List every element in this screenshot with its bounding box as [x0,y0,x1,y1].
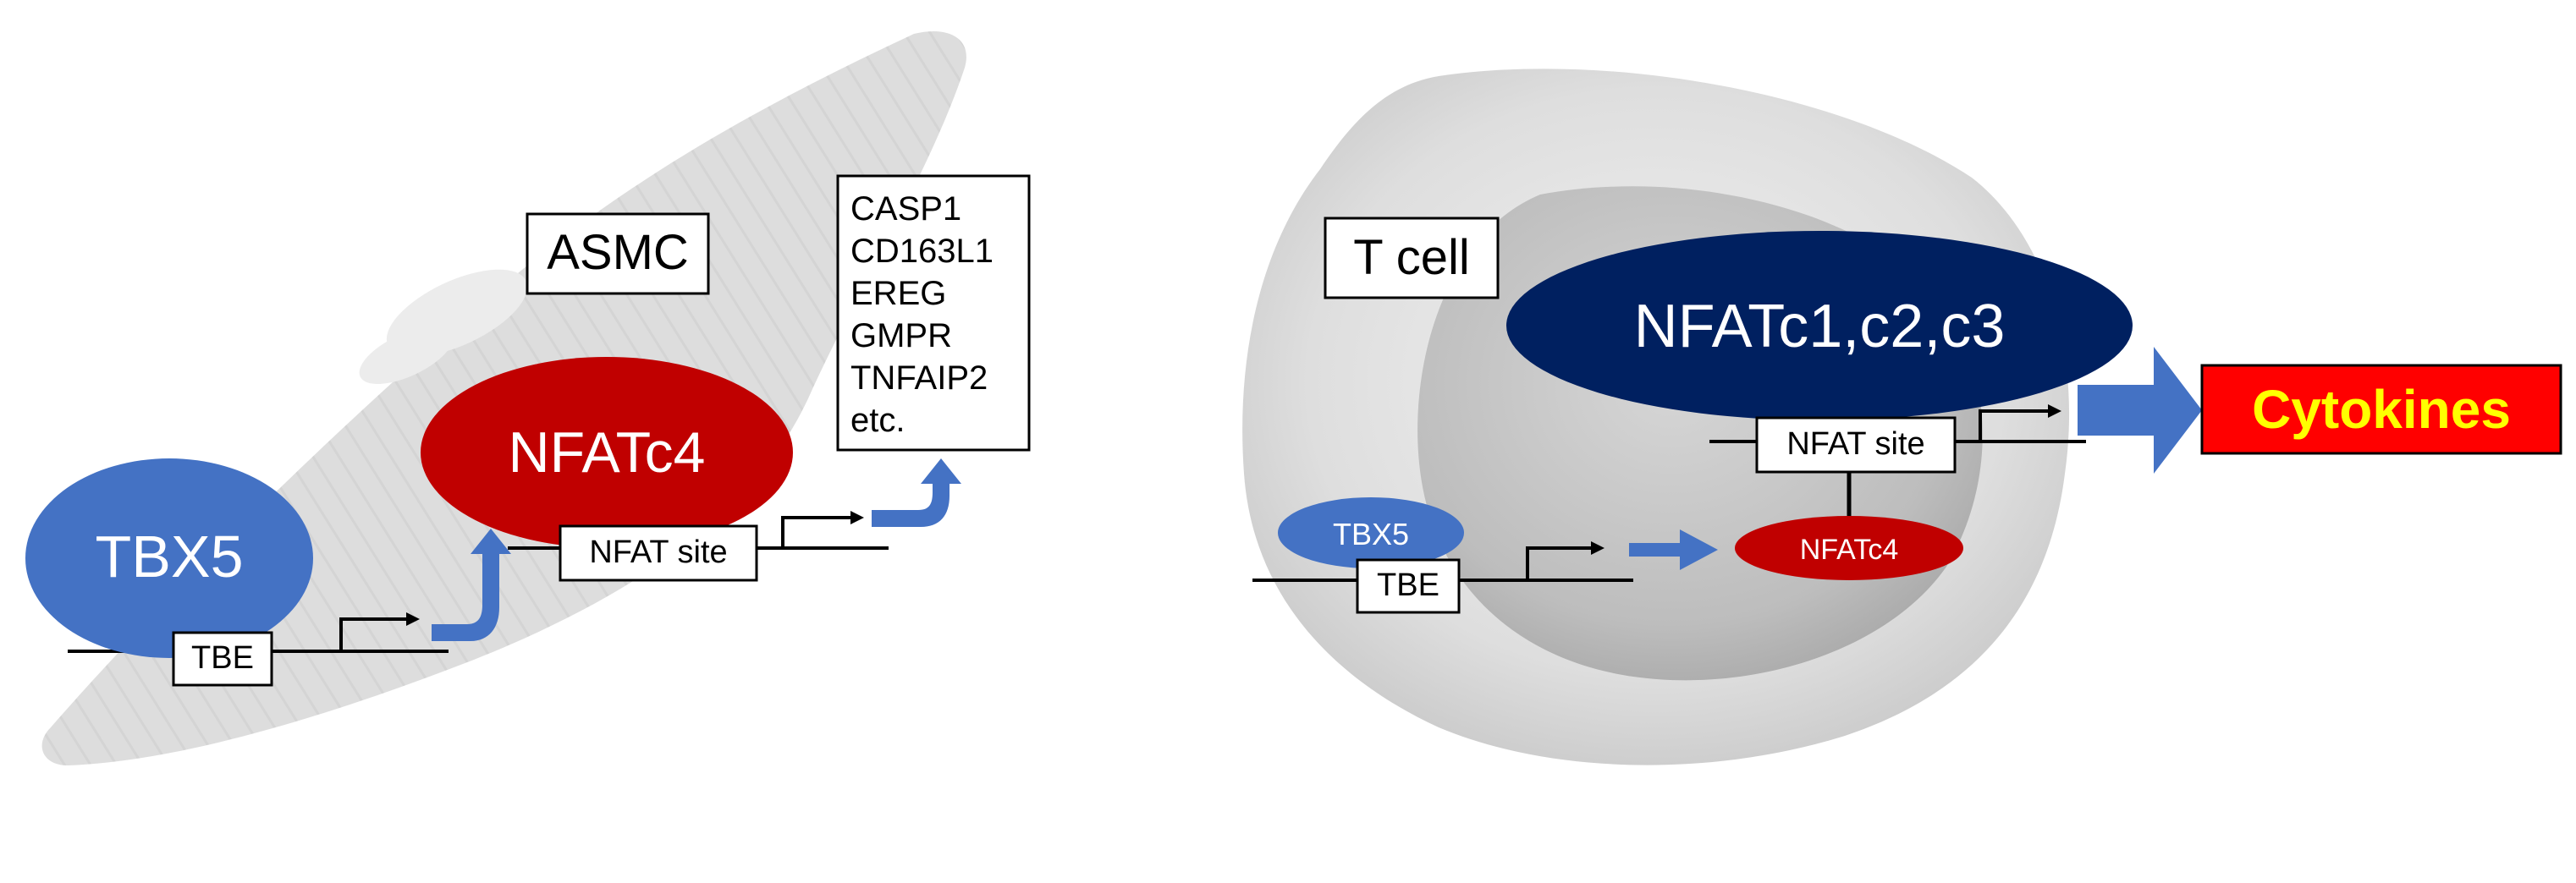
promoter-arrow [1979,409,2048,442]
promoter-arrowhead [1591,541,1604,555]
promoter-arrow [339,617,406,651]
target-gene: GMPR [850,317,952,354]
nfatc-family-protein [1506,231,2133,420]
nfatc4-protein [1735,516,1963,580]
tcell-label: T cell [1353,230,1470,285]
promoter-arrowhead [850,511,864,524]
target-gene: TNFAIP2 [850,359,988,397]
target-gene: EREG [850,275,946,312]
tcell-label-box [1324,217,1500,299]
promoter-arrow [1526,546,1591,580]
tbx5-label: TBX5 [1333,517,1409,551]
tbe-box [172,631,273,687]
tcell-panel: T cell NFATc1,c2,c3 NFAT site Cytokines … [1242,69,2562,765]
asmc-panel: ASMC TBX5 TBE NFATc4 NFAT site CASP1 CD1… [25,30,1031,766]
target-gene: CD163L1 [850,233,994,270]
nfat-site-box [559,524,758,582]
asmc-vacuole [359,326,454,385]
blue-arrow [1629,529,1718,570]
tbx5-protein [1278,497,1464,568]
blue-curved-arrow [872,458,961,527]
cytokines-label: Cytokines [2252,379,2511,440]
tbx5-label: TBX5 [95,524,243,590]
asmc-label-box [526,212,710,295]
tbx5-protein [25,458,313,658]
promoter-arrow [781,516,850,548]
nfat-site-box [1755,416,1957,474]
asmc-label: ASMC [547,225,689,280]
nfatc4-label: NFATc4 [1800,534,1899,566]
promoter-arrowhead [406,612,420,626]
nfat-site-label: NFAT site [589,535,727,570]
target-gene: CASP1 [850,190,961,228]
tbe-label: TBE [191,640,254,676]
cytokines-box [2200,364,2562,455]
nfat-site-label: NFAT site [1786,426,1924,462]
nfatc-family-label: NFATc1,c2,c3 [1634,293,2006,360]
target-genes-box [836,174,1031,452]
tbe-label: TBE [1377,568,1439,603]
nfatc4-protein [421,357,793,548]
promoter-arrowhead [2048,404,2061,418]
target-gene: etc. [850,402,905,439]
blue-curved-arrow [432,529,511,641]
tbe-box [1356,558,1461,614]
blue-output-arrow [2078,347,2202,474]
nfatc4-label: NFATc4 [508,420,705,485]
